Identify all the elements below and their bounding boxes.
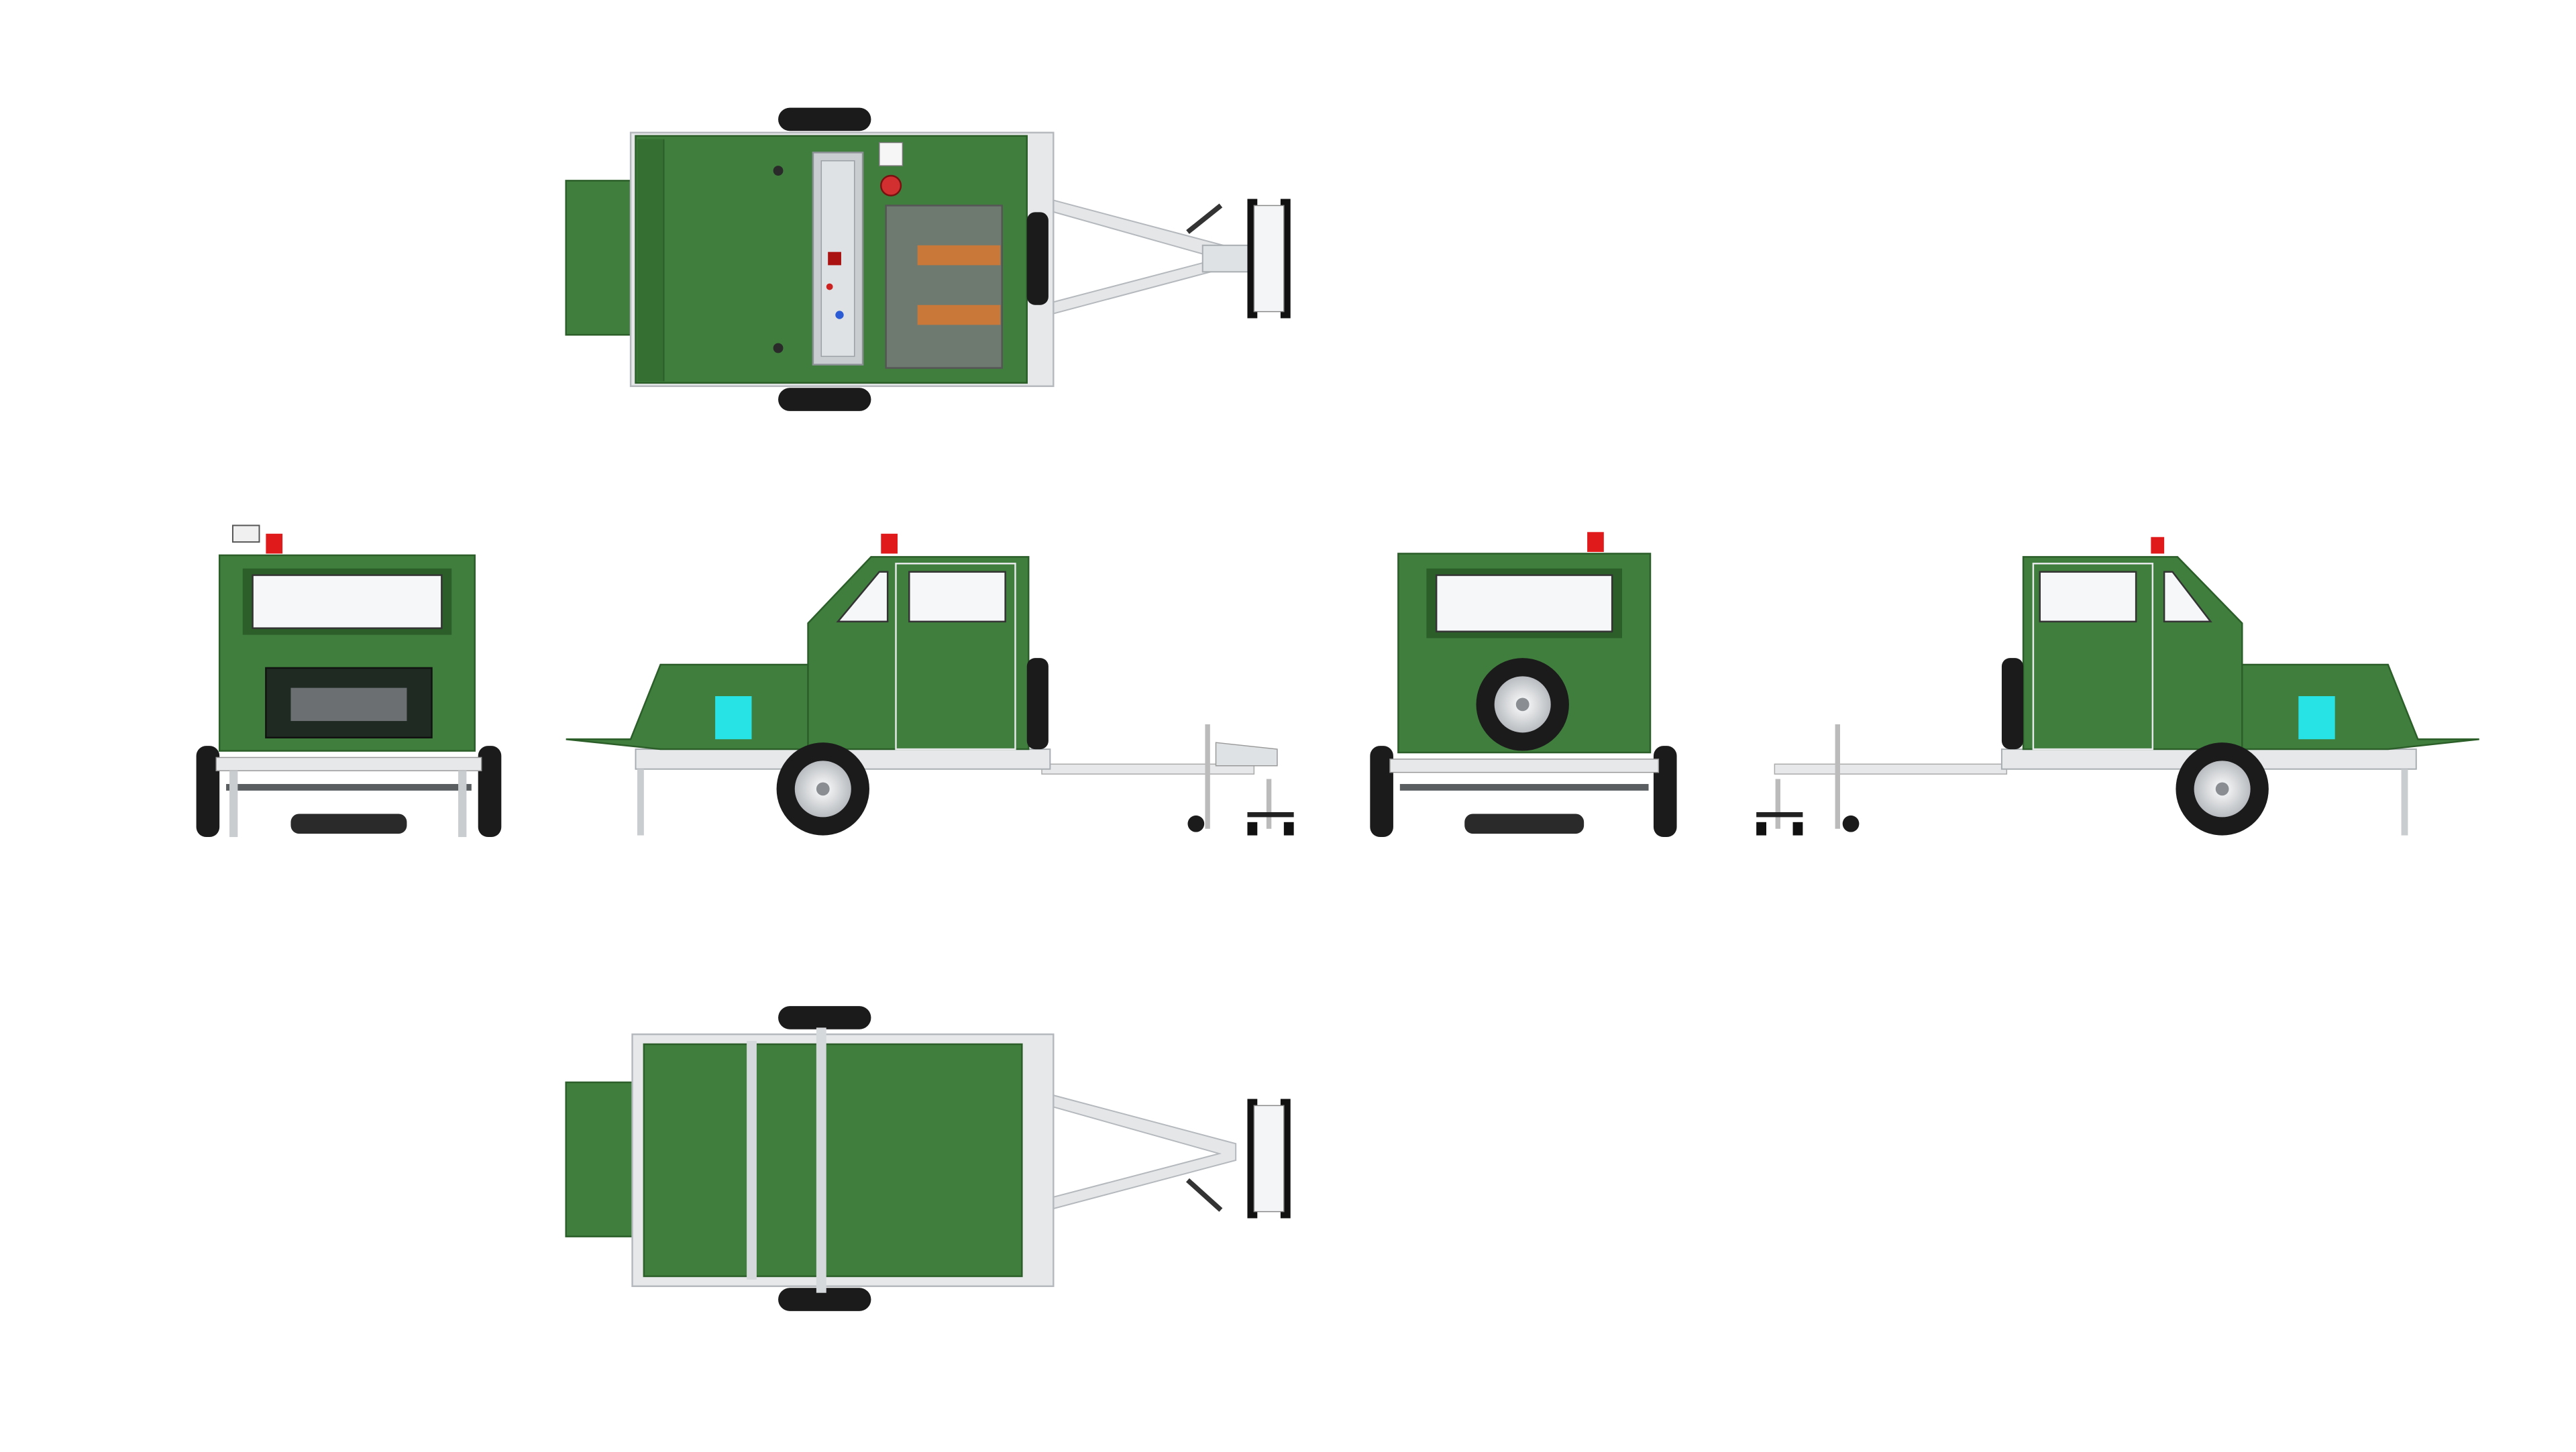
wheel-top-right <box>778 388 871 411</box>
beacon-top-icon <box>880 174 902 197</box>
front-view <box>196 524 502 838</box>
beacon-icon <box>2151 537 2165 554</box>
wheel-front-left <box>196 746 220 838</box>
axle <box>816 1027 826 1293</box>
wheel-bottom-right <box>778 1288 871 1311</box>
rear-view <box>1370 532 1677 838</box>
wheel-front-right <box>478 746 502 838</box>
beacon-icon <box>266 533 283 554</box>
crawler-track <box>290 814 407 834</box>
wheel-rear-right <box>1653 746 1677 838</box>
side-window <box>2039 571 2137 623</box>
wheel-bottom-left <box>778 1006 871 1029</box>
left-side-view <box>566 533 1294 836</box>
tow-tongue <box>1047 198 1291 319</box>
wheel-top-left <box>778 107 871 131</box>
side-window <box>908 571 1006 623</box>
indicator-icon <box>835 311 844 319</box>
beacon-icon <box>1587 532 1604 552</box>
side-door-panel <box>565 180 637 336</box>
side-window-front <box>836 571 889 623</box>
rear-window <box>1435 574 1613 632</box>
windshield <box>252 574 443 629</box>
switch-icon <box>828 252 841 266</box>
bottom-view <box>565 1006 1291 1311</box>
top-view <box>565 107 1291 411</box>
wheel-rear-left <box>1370 746 1393 838</box>
floor-pan <box>643 1043 1023 1278</box>
right-side-view <box>1756 537 2479 836</box>
reflector <box>2298 695 2335 740</box>
wood-block <box>917 245 1001 266</box>
reflector <box>715 695 752 740</box>
beacon-icon <box>881 533 898 554</box>
